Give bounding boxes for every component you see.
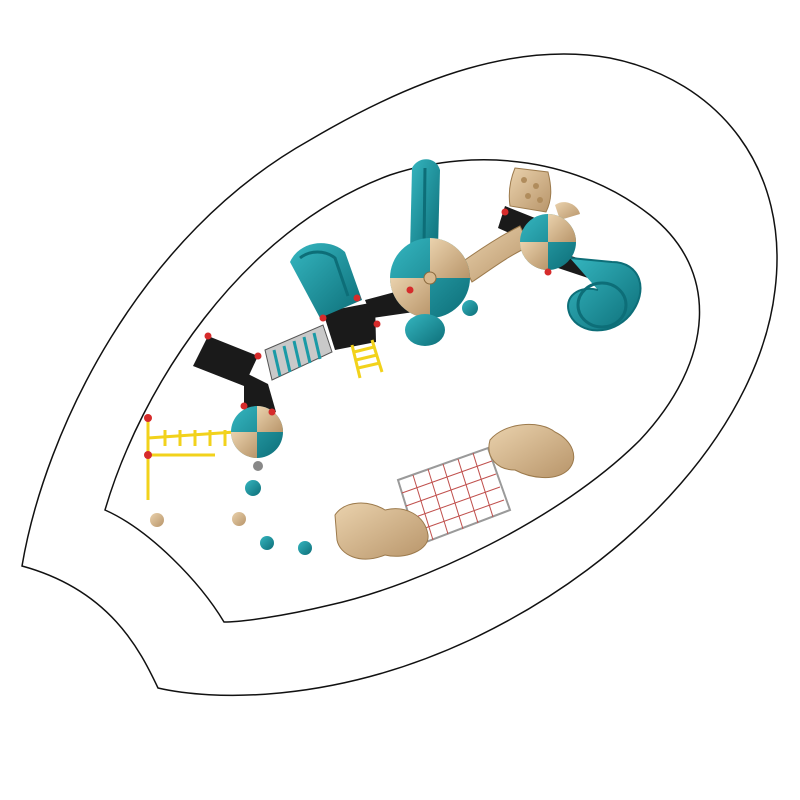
ladder (350, 339, 384, 379)
rock-climbing-wall (508, 167, 552, 213)
tube-crawl (461, 225, 531, 283)
slide-top (410, 159, 440, 252)
post-cap (144, 451, 152, 459)
roof-accent (555, 202, 580, 220)
post-cap (144, 414, 152, 422)
outer-boundary (21, 53, 778, 697)
yellow-climber (146, 418, 236, 500)
inner-boundary (104, 159, 701, 623)
boulder-left (334, 502, 429, 560)
boulder-right (488, 423, 575, 478)
rock-holds (521, 177, 543, 203)
rope-bridge (264, 324, 333, 381)
post-caps (204, 208, 552, 416)
spiral-slide (567, 257, 642, 332)
roof-top-right (520, 214, 576, 270)
roof-top-main (390, 238, 470, 318)
roof-top-left (231, 406, 283, 458)
stepping-pods (150, 461, 312, 555)
slide-left (290, 243, 362, 318)
panel-pods (405, 300, 478, 346)
